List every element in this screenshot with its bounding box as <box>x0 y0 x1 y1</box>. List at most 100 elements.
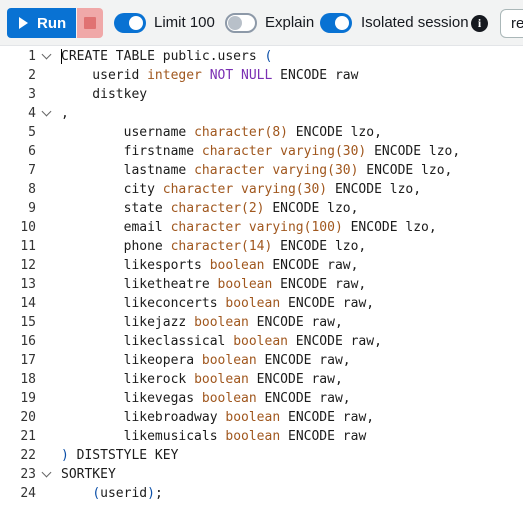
code-token: likeopera <box>61 353 202 368</box>
code-token: ENCODE raw, <box>248 372 343 387</box>
code-text: username character(8) ENCODE lzo, <box>61 123 382 142</box>
code-text: state character(2) ENCODE lzo, <box>61 199 359 218</box>
code-token: boolean <box>194 315 249 330</box>
line-number: 15 <box>20 315 36 330</box>
info-icon[interactable]: i <box>471 15 488 32</box>
line-number: 7 <box>28 163 36 178</box>
toggle-knob <box>228 16 242 30</box>
line-number: 8 <box>28 182 36 197</box>
code-token: liketheatre <box>61 277 218 292</box>
code-token: likevegas <box>61 391 202 406</box>
code-token: boolean <box>233 334 288 349</box>
line-number: 4 <box>28 106 36 121</box>
isolated-session-toggle[interactable] <box>320 13 352 33</box>
toggle-knob <box>335 16 349 30</box>
line-number: 23 <box>20 467 36 482</box>
code-text: (userid); <box>61 484 163 503</box>
code-token: DISTSTYLE KEY <box>68 448 179 463</box>
limit-toggle[interactable] <box>114 13 146 33</box>
code-text: CREATE TABLE public.users ( <box>61 47 272 66</box>
code-text: phone character(14) ENCODE lzo, <box>61 237 367 256</box>
code-token: ENCODE raw <box>272 68 359 83</box>
code-token: ENCODE raw, <box>256 353 351 368</box>
run-button[interactable]: Run <box>7 8 76 38</box>
code-line: 10 email character varying(100) ENCODE l… <box>0 218 523 237</box>
sql-editor[interactable]: 1 CREATE TABLE public.users (2 userid int… <box>0 46 523 517</box>
code-token: ; <box>154 486 163 501</box>
code-line: 24 (userid); <box>0 484 523 503</box>
code-token: boolean <box>225 429 281 444</box>
code-token: boolean <box>209 258 265 273</box>
code-line: 16 likeclassical boolean ENCODE raw, <box>0 332 523 351</box>
code-token: integer <box>147 68 202 83</box>
database-selector[interactable]: re <box>500 9 523 38</box>
code-token: NOT NULL <box>209 68 273 83</box>
code-token <box>61 486 92 501</box>
code-line: 15 likejazz boolean ENCODE raw, <box>0 313 523 332</box>
explain-toggle[interactable] <box>225 13 257 33</box>
code-token: ENCODE lzo, <box>327 182 422 197</box>
code-text: firstname character varying(30) ENCODE l… <box>61 142 461 161</box>
code-text: liketheatre boolean ENCODE raw, <box>61 275 367 294</box>
code-token: ENCODE raw, <box>287 334 382 349</box>
code-line: 13 liketheatre boolean ENCODE raw, <box>0 275 523 294</box>
code-token: boolean <box>225 296 281 311</box>
code-token: character(2) <box>170 201 265 216</box>
code-text: likevegas boolean ENCODE raw, <box>61 389 351 408</box>
code-line: 14 likeconcerts boolean ENCODE raw, <box>0 294 523 313</box>
stop-icon <box>84 17 96 29</box>
line-number: 22 <box>20 448 36 463</box>
stop-button[interactable] <box>77 8 103 38</box>
line-number: 16 <box>20 334 36 349</box>
code-token: ENCODE raw, <box>264 258 359 273</box>
fold-chevron-icon[interactable] <box>41 467 52 478</box>
play-icon <box>19 17 28 29</box>
code-line: 7 lastname character varying(30) ENCODE … <box>0 161 523 180</box>
code-token: ENCODE raw, <box>280 410 375 425</box>
code-text: distkey <box>61 85 147 104</box>
code-line: 18 likerock boolean ENCODE raw, <box>0 370 523 389</box>
line-number: 19 <box>20 391 36 406</box>
line-number: 21 <box>20 429 36 444</box>
line-number: 20 <box>20 410 36 425</box>
code-token: , <box>61 106 69 121</box>
fold-chevron-icon[interactable] <box>41 106 52 117</box>
code-token: firstname <box>61 144 202 159</box>
line-number: 1 <box>28 49 36 64</box>
code-text: likesports boolean ENCODE raw, <box>61 256 359 275</box>
fold-chevron-icon[interactable] <box>41 49 52 60</box>
code-token: character(8) <box>194 125 288 140</box>
code-token: ENCODE raw, <box>280 296 375 311</box>
code-token: email <box>61 220 171 235</box>
code-token: boolean <box>201 353 257 368</box>
line-number: 6 <box>28 144 36 159</box>
code-text: likejazz boolean ENCODE raw, <box>61 313 343 332</box>
code-line: 2 userid integer NOT NULL ENCODE raw <box>0 66 523 85</box>
code-token: likeclassical <box>61 334 234 349</box>
code-text: likemusicals boolean ENCODE raw <box>61 427 367 446</box>
code-token: username <box>61 125 195 140</box>
code-line: 23 SORTKEY <box>0 465 523 484</box>
code-line: 17 likeopera boolean ENCODE raw, <box>0 351 523 370</box>
code-line: 22) DISTSTYLE KEY <box>0 446 523 465</box>
code-token: userid <box>100 486 148 501</box>
code-token: phone <box>61 239 171 254</box>
code-token: character varying(100) <box>170 220 343 235</box>
code-text: likeclassical boolean ENCODE raw, <box>61 332 382 351</box>
run-button-label: Run <box>37 14 67 32</box>
code-line: 19 likevegas boolean ENCODE raw, <box>0 389 523 408</box>
code-text: city character varying(30) ENCODE lzo, <box>61 180 421 199</box>
code-line: 9 state character(2) ENCODE lzo, <box>0 199 523 218</box>
line-number: 11 <box>20 239 36 254</box>
code-token: likebroadway <box>61 410 226 425</box>
code-line: 4, <box>0 104 523 123</box>
isolated-session-label: Isolated session <box>361 14 469 31</box>
code-line: 6 firstname character varying(30) ENCODE… <box>0 142 523 161</box>
code-token: character varying(30) <box>201 144 367 159</box>
code-text: SORTKEY <box>61 465 116 484</box>
limit-label: Limit 100 <box>154 14 215 31</box>
code-text: likerock boolean ENCODE raw, <box>61 370 343 389</box>
code-token: boolean <box>194 372 249 387</box>
code-token <box>202 68 210 83</box>
code-text: , <box>61 104 69 123</box>
